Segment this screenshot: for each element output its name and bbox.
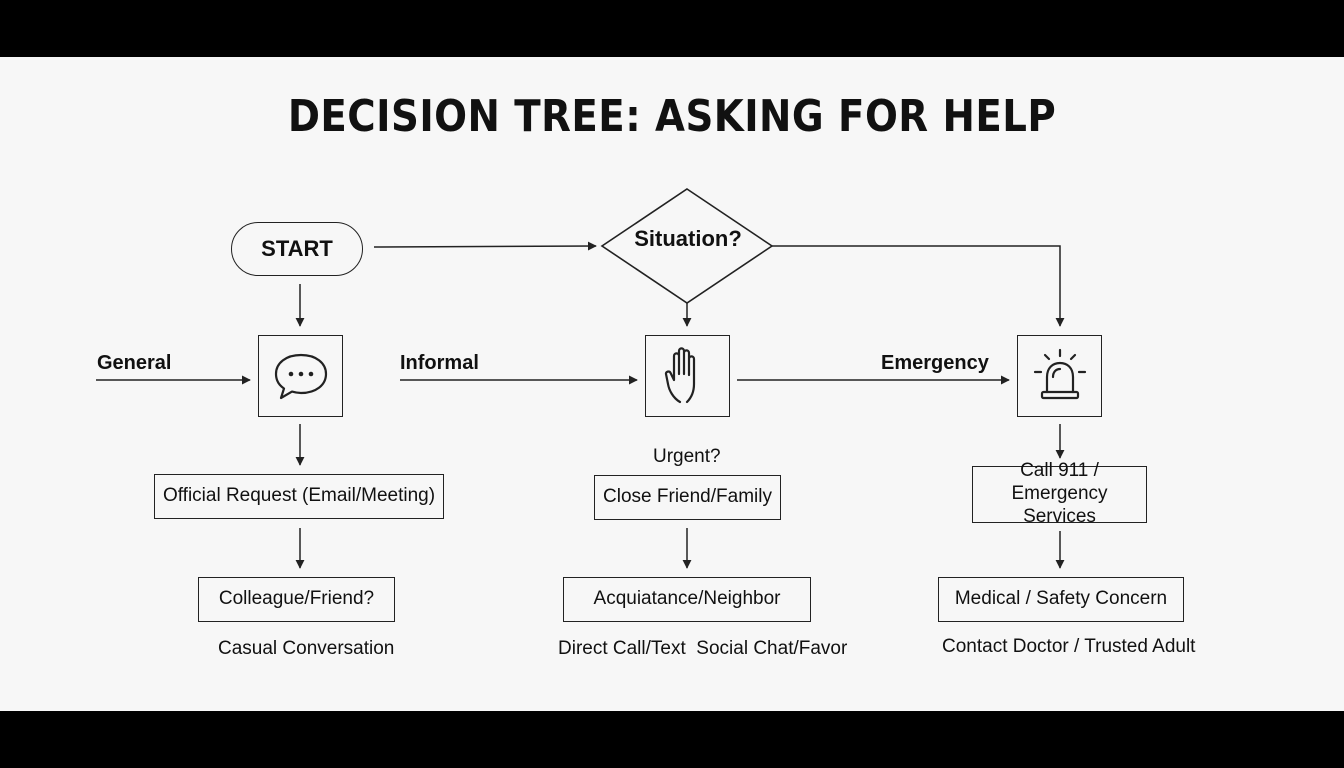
raised-hand-icon [664, 347, 695, 404]
decision-label: Situation? [634, 226, 742, 251]
official-request-label: Official Request (Email/Meeting) [162, 485, 436, 507]
medical-safety-label: Medical / Safety Concern [954, 588, 1168, 610]
official-request-box: Official Request (Email/Meeting) [154, 474, 444, 519]
acquaintance-box: Acquiatance/Neighbor [563, 577, 811, 622]
urgent-question: Urgent? [653, 446, 721, 467]
right-footer: Contact Doctor / Trusted Adult [942, 636, 1196, 657]
close-friend-box: Close Friend/Family [594, 475, 781, 520]
call-911-box: Call 911 / Emergency Services [972, 460, 1147, 527]
start-node: START [231, 222, 363, 276]
emergency-icon-box [1017, 335, 1102, 417]
colleague-friend-box: Colleague/Friend? [198, 577, 395, 622]
branch-label-general: General [97, 352, 172, 374]
call-911-line2: Emergency Services [1011, 483, 1108, 527]
arrow-start-to-situation [373, 241, 597, 251]
page-title: DECISION TREE: ASKING FOR HELP [287, 91, 1057, 142]
medical-safety-box: Medical / Safety Concern [938, 577, 1184, 622]
arrow-situation-to-emergency [772, 245, 1065, 327]
colleague-friend-label: Colleague/Friend? [218, 588, 375, 610]
close-friend-label: Close Friend/Family [603, 486, 772, 508]
branch-label-informal: Informal [400, 352, 479, 374]
general-icon-box [258, 335, 343, 417]
speech-bubble-icon [274, 353, 327, 400]
decision-diamond [600, 188, 774, 304]
acquaintance-label: Acquiatance/Neighbor [593, 588, 781, 610]
call-911-line1: Call 911 / [1020, 460, 1099, 482]
siren-icon [1033, 348, 1086, 400]
middle-footer: Direct Call/Text Social Chat/Favor [558, 638, 848, 659]
branch-label-emergency: Emergency [881, 352, 989, 374]
informal-icon-box [645, 335, 730, 417]
left-footer: Casual Conversation [218, 638, 395, 659]
